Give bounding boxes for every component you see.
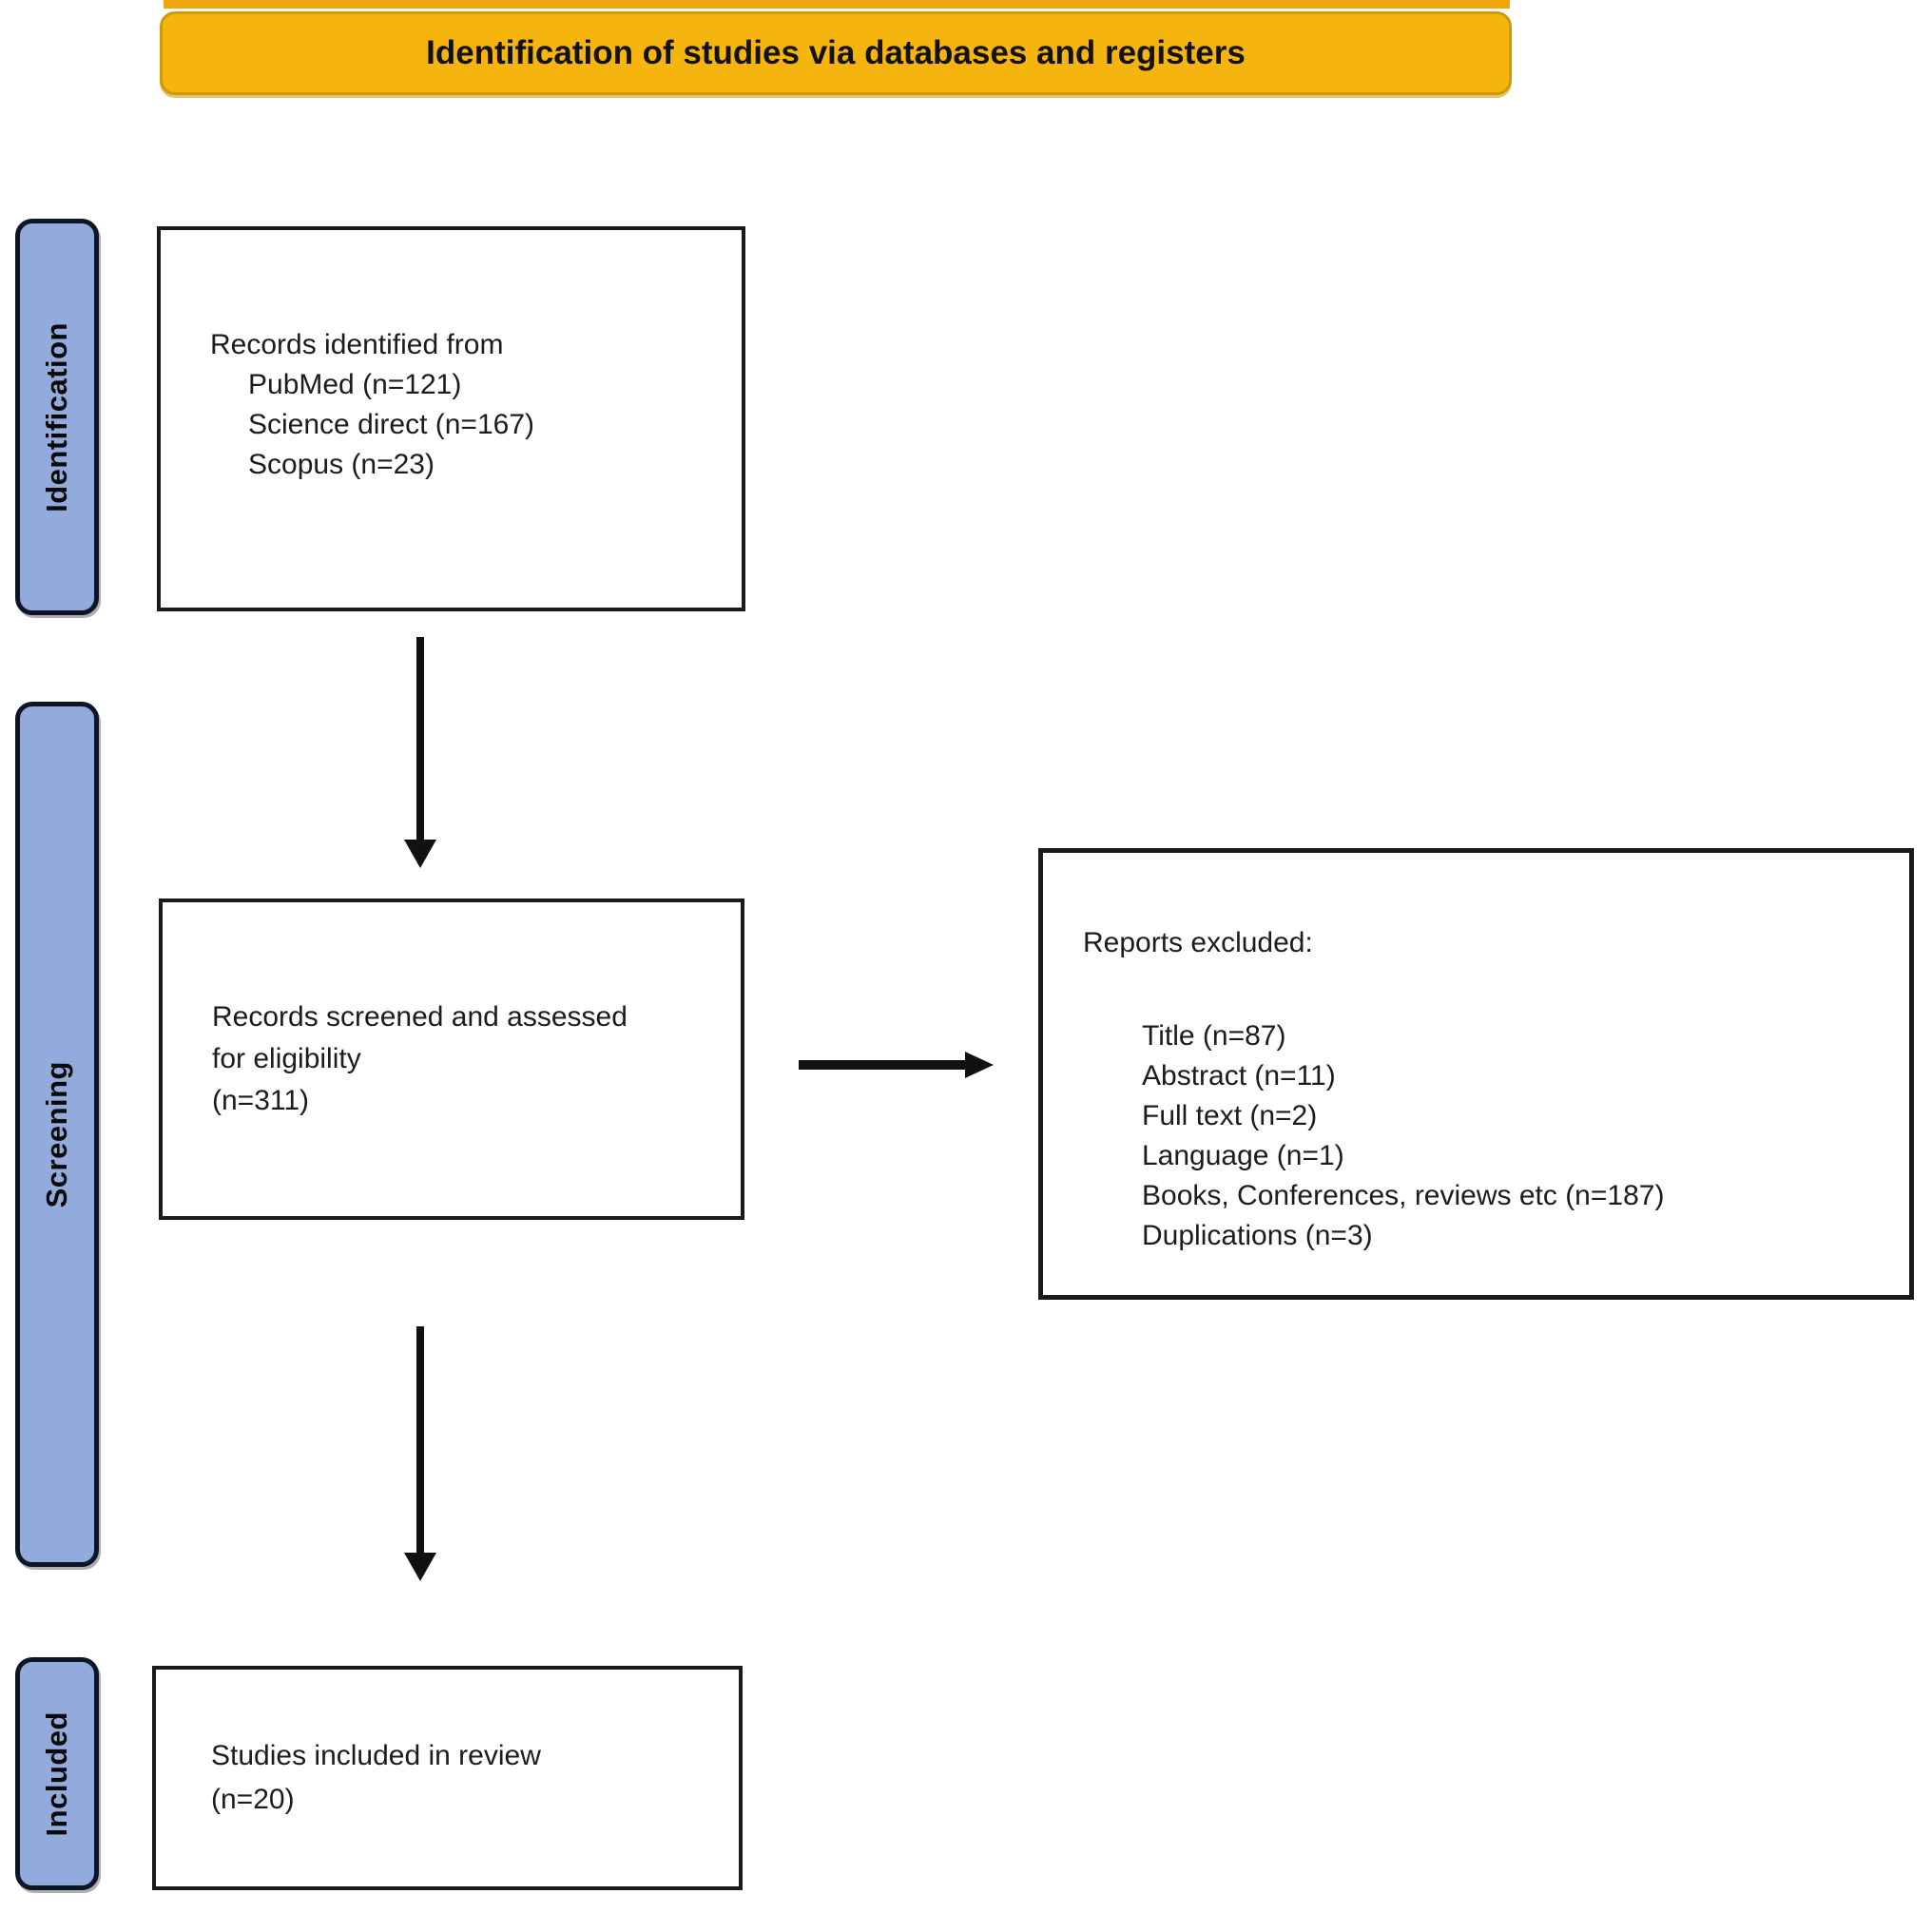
banner-title: Identification of studies via databases …	[426, 34, 1246, 71]
source-science-direct: Science direct (n=167)	[248, 409, 534, 440]
records-screened-line-2: for eligibility	[212, 1043, 361, 1074]
arrow-shaft	[416, 1326, 424, 1555]
studies-included-box: Studies included in review (n=20)	[152, 1666, 743, 1890]
down-arrow-identified-to-screened	[404, 637, 436, 868]
stage-label-screening: Screening	[40, 1060, 73, 1208]
arrow-head-icon	[965, 1052, 994, 1078]
arrow-head-icon	[404, 840, 436, 868]
arrow-shaft	[799, 1060, 967, 1070]
spacer	[1083, 963, 1886, 1016]
records-screened-box: Records screened and assessed for eligib…	[159, 899, 744, 1220]
banner: Identification of studies via databases …	[160, 11, 1512, 95]
records-screened-line-1: Records screened and assessed	[212, 1001, 628, 1033]
excluded-reason-abstract: Abstract (n=11)	[1142, 1060, 1336, 1092]
stage-bar-identification: Identification	[15, 219, 99, 615]
excluded-reason-duplications: Duplications (n=3)	[1142, 1220, 1373, 1251]
right-arrow-screened-to-excluded	[799, 1052, 994, 1078]
excluded-reason-title: Title (n=87)	[1142, 1020, 1286, 1052]
reports-excluded-heading: Reports excluded:	[1083, 927, 1313, 958]
arrow-shaft	[416, 637, 424, 841]
studies-included-line-1: Studies included in review	[211, 1740, 541, 1771]
source-pubmed: PubMed (n=121)	[248, 369, 462, 400]
studies-included-count: (n=20)	[211, 1784, 295, 1815]
source-scopus: Scopus (n=23)	[248, 449, 435, 480]
stage-bar-included: Included	[15, 1657, 99, 1890]
down-arrow-screened-to-included	[404, 1326, 436, 1581]
records-screened-count: (n=311)	[212, 1085, 310, 1116]
excluded-reason-books-conferences: Books, Conferences, reviews etc (n=187)	[1142, 1180, 1665, 1211]
excluded-reason-full-text: Full text (n=2)	[1142, 1100, 1318, 1131]
arrow-head-icon	[404, 1553, 436, 1581]
stage-label-included: Included	[40, 1710, 73, 1837]
excluded-reason-language: Language (n=1)	[1142, 1140, 1344, 1171]
banner-top-strip	[164, 0, 1510, 9]
reports-excluded-box: Reports excluded: Title (n=87) Abstract …	[1038, 848, 1914, 1300]
stage-bar-screening: Screening	[15, 702, 99, 1567]
records-identified-heading: Records identified from	[210, 329, 504, 360]
records-identified-box: Records identified from PubMed (n=121) S…	[157, 226, 745, 611]
stage-label-identification: Identification	[40, 321, 73, 512]
